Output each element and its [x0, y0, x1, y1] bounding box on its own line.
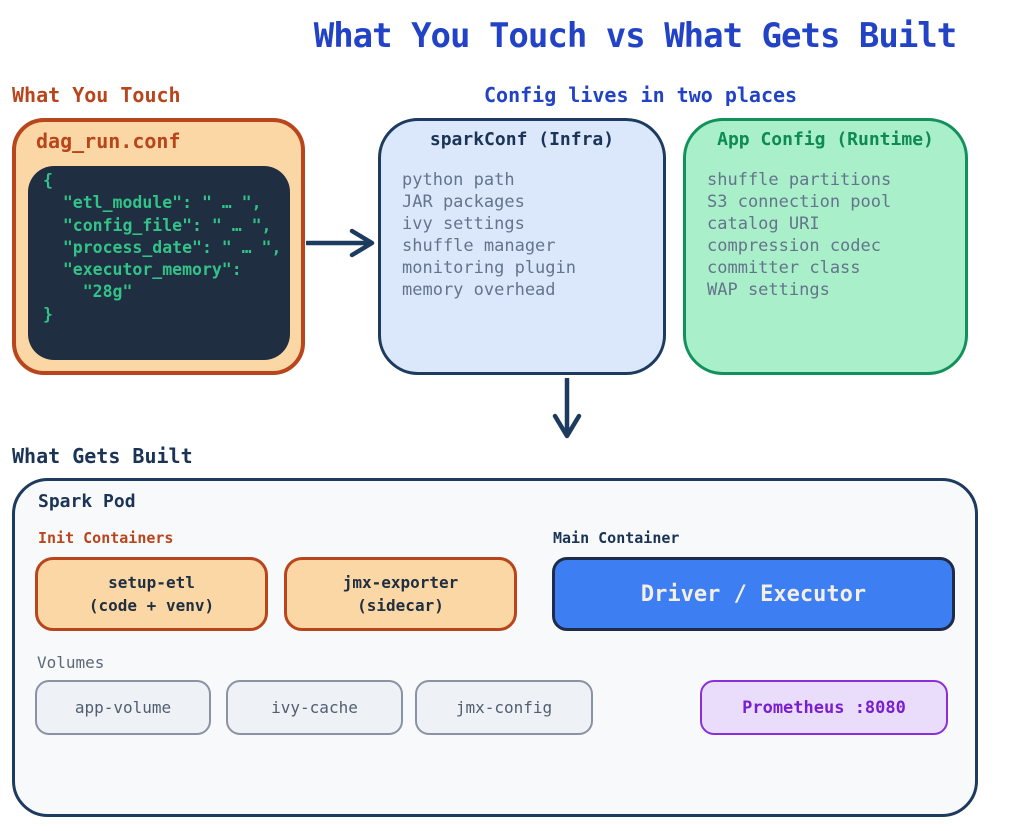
json-code-panel: [28, 166, 290, 360]
list-item: compression codec: [707, 236, 881, 256]
code-line: "config_file": " … ",: [43, 215, 272, 235]
list-item: monitoring plugin: [402, 258, 576, 278]
code-line: "executor_memory":: [43, 260, 242, 280]
app-config-box: [683, 118, 968, 375]
page-title: What You Touch vs What Gets Built: [313, 16, 958, 56]
volume-name: jmx-config: [455, 698, 553, 717]
code-line: }: [43, 304, 53, 324]
volume-name: app-volume: [74, 698, 172, 717]
prometheus-port-text: Prometheus :8080: [742, 697, 906, 718]
main-container-label: Main Container: [553, 529, 680, 547]
spark-pod-box: [12, 478, 978, 817]
code-line: "28g": [43, 282, 133, 302]
init-containers-label: Init Containers: [38, 529, 174, 547]
volume-jmx-config: jmx-config: [415, 680, 593, 735]
volume-ivy-cache: ivy-cache: [226, 680, 403, 735]
container-detail: (sidecar): [357, 596, 444, 615]
driver-executor-text: Driver / Executor: [640, 581, 867, 607]
what-you-touch-label: What You Touch: [12, 83, 181, 107]
spark-conf-items: python path JAR packages ivy settings sh…: [402, 169, 576, 301]
list-item: committer class: [707, 258, 861, 278]
app-config-title: App Config (Runtime): [717, 129, 934, 150]
volumes-label: Volumes: [37, 653, 105, 672]
list-item: python path: [402, 170, 515, 190]
spark-conf-title: sparkConf (Infra): [429, 129, 615, 150]
list-item: catalog URI: [707, 214, 820, 234]
volume-app-volume: app-volume: [35, 680, 211, 735]
list-item: S3 connection pool: [707, 192, 892, 212]
code-line: "etl_module": " … ",: [43, 193, 262, 213]
spark-pod-title: Spark Pod: [38, 491, 136, 512]
code-line: "process_date": " … ",: [43, 237, 282, 257]
arrow-right-icon: [306, 228, 375, 258]
container-name: jmx-exporter: [342, 573, 459, 592]
json-code-text: { "etl_module": " … ", "config_file": " …: [43, 170, 293, 326]
init-container-jmx-exporter: jmx-exporter (sidecar): [284, 557, 517, 631]
dag-run-conf-title: dag_run.conf: [36, 129, 181, 153]
list-item: ivy settings: [402, 214, 525, 234]
what-gets-built-label: What Gets Built: [12, 444, 193, 468]
list-item: WAP settings: [707, 280, 830, 300]
volume-name: ivy-cache: [271, 698, 358, 717]
config-places-label: Config lives in two places: [484, 83, 798, 107]
spark-conf-box: [378, 118, 666, 375]
list-item: shuffle partitions: [707, 170, 892, 190]
list-item: JAR packages: [402, 192, 525, 212]
init-container-setup-etl: setup-etl (code + venv): [35, 557, 268, 631]
driver-executor-box: Driver / Executor: [552, 557, 955, 631]
prometheus-port-box: Prometheus :8080: [700, 680, 948, 735]
list-item: memory overhead: [402, 280, 556, 300]
container-name: setup-etl: [108, 573, 195, 592]
app-config-items: shuffle partitions S3 connection pool ca…: [707, 169, 891, 301]
list-item: shuffle manager: [402, 236, 556, 256]
code-line: {: [43, 171, 53, 190]
container-detail: (code + venv): [88, 596, 215, 615]
arrow-down-icon: [552, 378, 582, 439]
